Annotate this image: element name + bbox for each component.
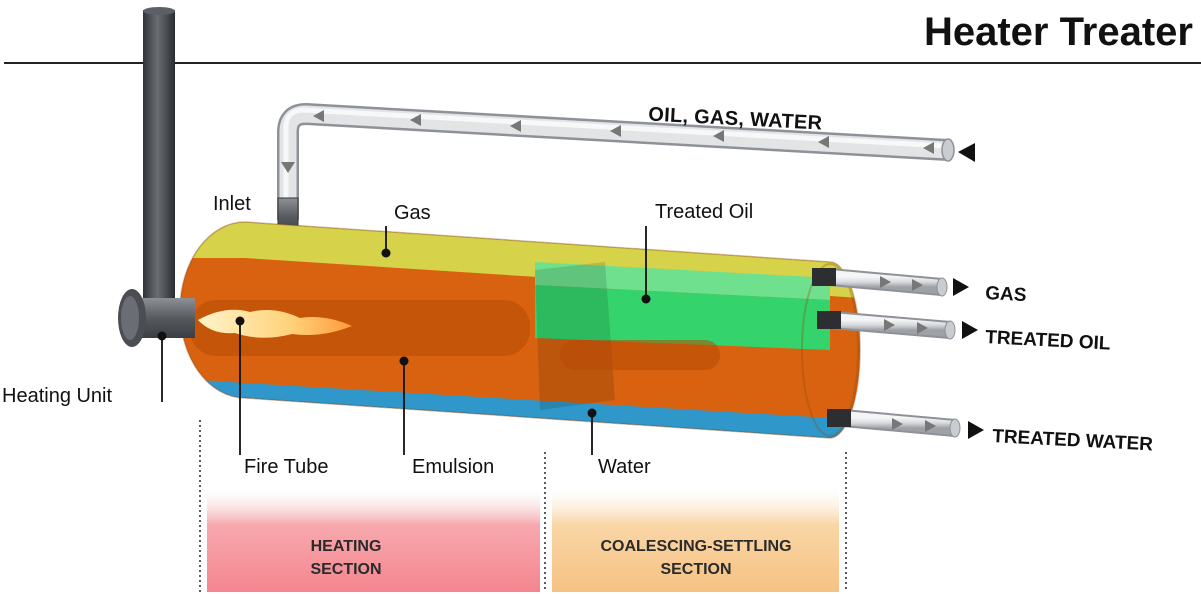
gas-outlet-label: GAS bbox=[985, 283, 1027, 306]
water-label: Water bbox=[598, 456, 651, 478]
inlet-label: Inlet bbox=[213, 193, 251, 215]
inlet-feed-pipe bbox=[277, 103, 975, 237]
page-title: Heater Treater bbox=[924, 10, 1193, 54]
heating-section-label-line2: SECTION bbox=[310, 561, 381, 578]
fire-tube-label: Fire Tube bbox=[244, 456, 328, 478]
heating-section-band bbox=[207, 488, 540, 592]
exhaust-stack bbox=[143, 7, 175, 316]
coalescing-section-label-line1: COALESCING-SETTLING bbox=[600, 538, 791, 555]
heating-section-label-line1: HEATING bbox=[311, 538, 382, 555]
treated-oil-outlet-pipe bbox=[817, 311, 978, 340]
gas-label: Gas bbox=[394, 202, 431, 224]
treated-oil-zone bbox=[535, 285, 830, 350]
treated-water-outlet-label: TREATED WATER bbox=[992, 426, 1154, 455]
section-bands: HEATING SECTION COALESCING-SETTLING SECT… bbox=[199, 420, 847, 592]
treated-water-outlet-pipe bbox=[827, 409, 984, 439]
coalescing-section-band bbox=[552, 488, 839, 592]
treated-water-outlet-arrow-icon bbox=[968, 421, 984, 439]
heating-unit-label: Heating Unit bbox=[2, 385, 113, 407]
feed-arrow-icon bbox=[958, 143, 975, 162]
flame-icon bbox=[198, 309, 352, 338]
treated-oil-outlet-arrow-icon bbox=[962, 321, 978, 339]
emulsion-label: Emulsion bbox=[412, 456, 494, 478]
gas-outlet-arrow-icon bbox=[953, 278, 969, 296]
outlet-pipes bbox=[812, 268, 984, 439]
heater-treater-vessel bbox=[179, 221, 861, 439]
treated-oil-label: Treated Oil bbox=[655, 201, 753, 223]
treated-oil-outlet-label: TREATED OIL bbox=[985, 327, 1112, 355]
heating-unit bbox=[118, 289, 195, 347]
leader-lines bbox=[157, 226, 651, 455]
coalescing-section-label-line2: SECTION bbox=[660, 561, 731, 578]
gas-outlet-pipe bbox=[812, 268, 969, 297]
weir-baffle bbox=[535, 262, 615, 410]
